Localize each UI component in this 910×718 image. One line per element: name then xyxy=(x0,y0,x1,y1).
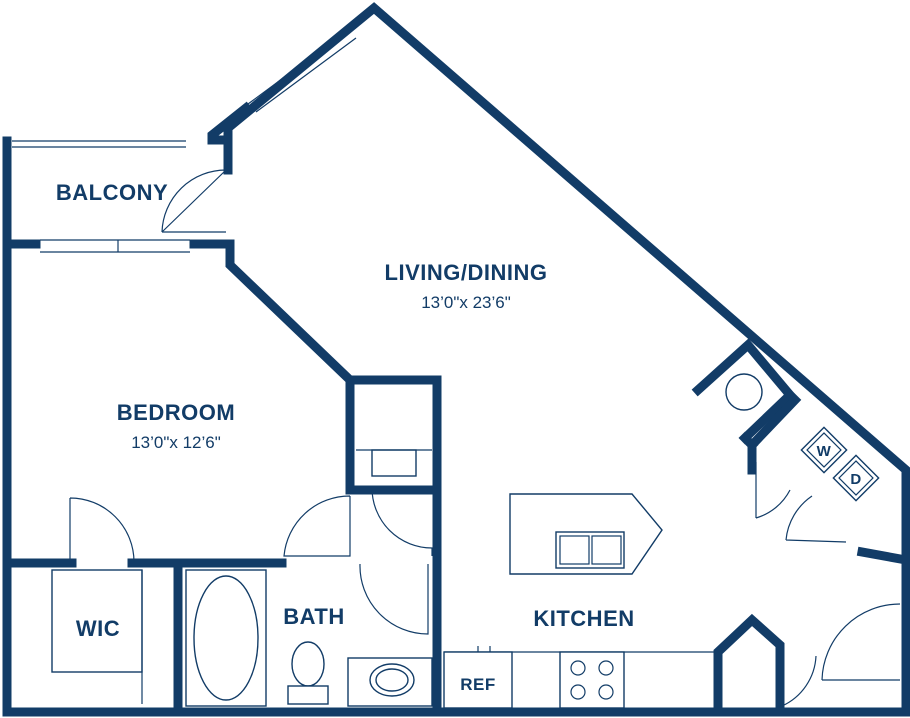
doors xyxy=(69,169,901,707)
toilet-bowl xyxy=(291,641,325,687)
bath-sink-inner xyxy=(375,668,409,692)
closet-shelving xyxy=(51,449,432,704)
wall-bedroom-top xyxy=(189,239,357,387)
toilet-tank xyxy=(287,685,329,705)
wall-diagonal xyxy=(207,2,910,566)
closet-shelf xyxy=(371,449,417,477)
refrigerator-label: REF xyxy=(460,675,496,694)
door-wic xyxy=(69,497,135,566)
door-balcony xyxy=(161,169,227,233)
dryer xyxy=(832,454,880,502)
bath-label: BATH xyxy=(283,604,344,629)
kitchen-fixtures xyxy=(443,493,716,709)
burner-2 xyxy=(598,660,614,676)
water-heater xyxy=(725,373,763,411)
room-labels: BALCONY LIVING/DINING 13’0"x 23’6" BEDRO… xyxy=(56,180,634,694)
washer xyxy=(800,426,848,474)
kitchen-label: KITCHEN xyxy=(533,606,634,631)
wic-shelf xyxy=(51,569,143,673)
door-laundry-1 xyxy=(755,462,791,519)
laundry: W D xyxy=(725,373,880,502)
bathtub-basin xyxy=(193,575,259,701)
dryer-label: D xyxy=(850,471,861,488)
wall-utility xyxy=(691,338,797,445)
wic-label: WIC xyxy=(76,616,120,641)
range xyxy=(559,651,625,709)
wall-laundry xyxy=(747,388,802,475)
door-entry-closet xyxy=(781,648,817,707)
bedroom-label: BEDROOM xyxy=(117,400,235,425)
door-laundry-2 xyxy=(785,495,847,543)
door-closet xyxy=(371,487,433,556)
door-entry xyxy=(821,603,901,681)
wall-entry-closet xyxy=(713,613,785,717)
living-dimensions: 13’0"x 23’6" xyxy=(421,293,511,312)
door-bath xyxy=(359,563,429,635)
bedroom-dimensions: 13’0"x 12’6" xyxy=(131,433,221,452)
bath-fixtures xyxy=(185,569,433,707)
burner-4 xyxy=(598,684,614,700)
balcony-label: BALCONY xyxy=(56,180,168,205)
burner-1 xyxy=(570,660,586,676)
burner-3 xyxy=(570,684,586,700)
kitchen-sink xyxy=(555,531,625,569)
washer-label: W xyxy=(817,443,832,460)
living-label: LIVING/DINING xyxy=(385,260,548,285)
door-bedroom xyxy=(283,495,351,557)
